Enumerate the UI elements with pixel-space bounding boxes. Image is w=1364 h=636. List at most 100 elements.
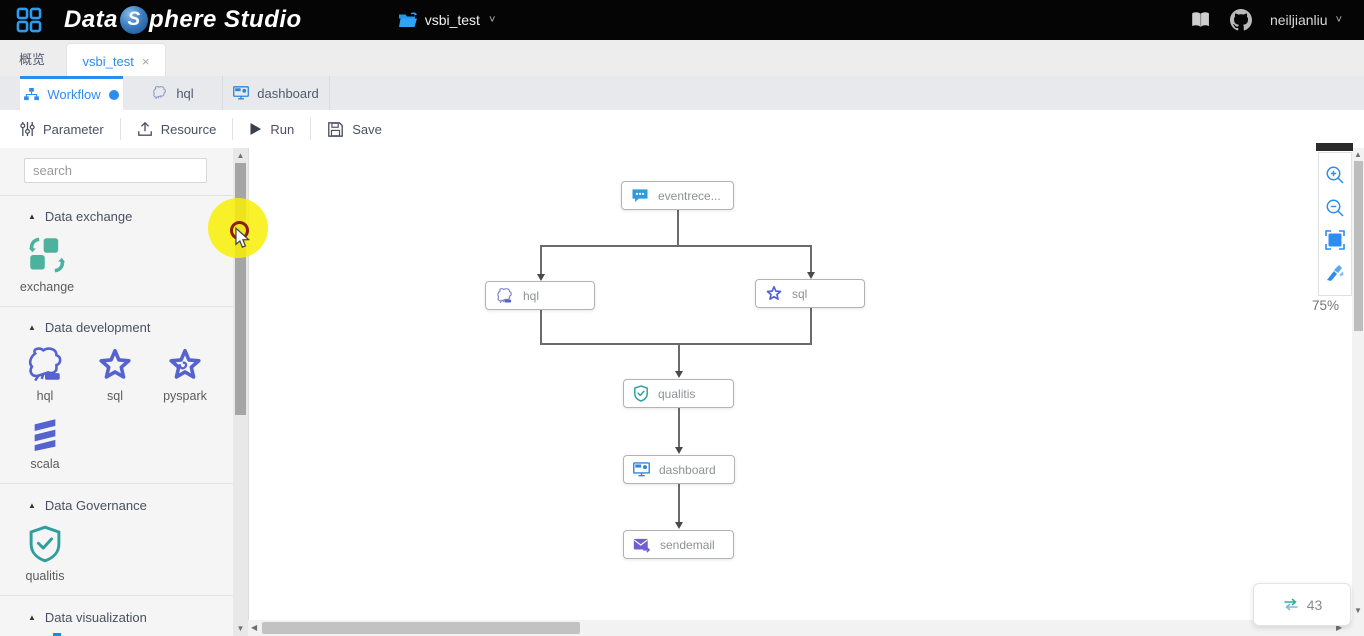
edge-line [678,343,680,372]
node-hql[interactable]: hql [485,281,595,310]
section-data-development[interactable]: ▲ Data development [28,320,233,335]
node-label: eventrece... [658,188,721,203]
section-data-governance[interactable]: ▲ Data Governance [28,498,233,513]
scroll-up-icon[interactable]: ▲ [236,151,245,160]
palette-item-qualitis[interactable]: qualitis [10,525,80,583]
sidebar-scrollbar-thumb[interactable] [235,163,246,415]
subtab-dashboard[interactable]: dashboard [223,76,330,110]
badge-count: 43 [1306,596,1323,613]
scala-icon [34,419,56,451]
section-data-visualization[interactable]: ▲ Data visualization [28,610,233,625]
main-tabbar: 概览 vsbi_test × [0,40,1364,78]
docs-book-icon[interactable] [1190,9,1212,31]
arrowhead-icon [537,274,545,281]
edge-line [810,245,812,273]
palette-item-exchange[interactable]: exchange [12,236,82,294]
node-eventreceiver[interactable]: eventrece... [621,181,734,210]
zoom-out-icon[interactable] [1325,198,1345,218]
palette-item-scala[interactable]: scala [10,417,80,471]
arrowhead-icon [675,447,683,454]
format-layout-icon[interactable] [1325,263,1345,283]
run-button[interactable]: Run [233,117,310,141]
project-selector[interactable]: vsbi_test ˅ [398,12,495,29]
sidebar-scrollbar[interactable]: ▲ ▼ [233,148,248,636]
parameter-button[interactable]: Parameter [4,117,120,141]
subtab-workflow-label: Workflow [47,87,101,102]
scroll-up-icon[interactable]: ▲ [1354,150,1362,159]
node-sql[interactable]: sql [755,279,865,308]
subtab-dashboard-label: dashboard [257,85,319,101]
palette-item-pyspark[interactable]: pyspark [150,347,220,403]
node-label: dashboard [659,462,716,477]
edge-line [677,210,679,246]
zoom-in-icon[interactable] [1325,165,1345,185]
palette-item-sql[interactable]: sql [80,347,150,403]
canvas-vertical-scrollbar[interactable]: ▲ ▼ [1352,148,1364,636]
canvas-horizontal-scrollbar[interactable]: ◀ ▶ [248,620,1352,636]
tab-overview[interactable]: 概览 [0,40,64,76]
resource-label: Resource [160,121,217,137]
github-icon[interactable] [1229,9,1252,31]
toolbar-separator [232,118,234,140]
section-title: Data visualization [44,610,147,625]
palette-item-label: qualitis [25,569,65,583]
resource-button[interactable]: Resource [121,117,233,141]
exchange-icon [28,237,66,273]
section-title: Data development [44,320,151,335]
tab-active-label: vsbi_test [82,53,134,69]
section-data-exchange[interactable]: ▲ Data exchange [28,209,233,224]
vertical-scrollbar-thumb[interactable] [1353,161,1363,331]
node-count-badge[interactable]: 43 [1253,583,1351,626]
upload-icon [137,121,152,136]
palette-item-label: exchange [19,280,75,294]
fit-view-icon[interactable] [1325,230,1345,251]
palette-item-label: pyspark [163,389,207,403]
scroll-down-icon[interactable]: ▼ [236,624,245,633]
project-name: vsbi_test [424,12,480,28]
scroll-down-icon[interactable]: ▼ [1354,606,1362,615]
scroll-left-icon[interactable]: ◀ [251,623,258,632]
canvas-zoom-panel [1318,152,1352,296]
search-input[interactable] [24,158,207,183]
workflow-canvas[interactable]: eventrece... hql sql qualitis dashboard [248,148,1353,620]
toolbar-separator [310,118,312,140]
workflow-icon [24,88,40,101]
hive-icon [153,86,167,100]
edge-line [678,408,680,448]
tab-vsbi-test[interactable]: vsbi_test × [66,43,166,78]
save-button[interactable]: Save [311,117,398,141]
unsaved-dot-icon [108,89,119,100]
edge-line [540,343,812,345]
palette-item-hql[interactable]: hql [10,347,80,403]
divider [0,195,233,196]
close-icon[interactable]: × [141,53,150,69]
node-dashboard[interactable]: dashboard [623,455,735,484]
subtab-hql[interactable]: hql [123,76,223,110]
folder-icon [398,12,417,27]
divider [0,483,233,484]
edge-line [540,245,812,247]
node-qualitis[interactable]: qualitis [623,379,734,408]
zoom-level: 75% [1312,298,1340,313]
node-palette-sidebar: ▲ Data exchange exchange ▲ Data developm… [0,148,234,636]
logo-text-left: Data [64,6,119,33]
run-label: Run [270,121,295,137]
arrowhead-icon [675,371,683,378]
horizontal-scrollbar-thumb[interactable] [262,622,580,634]
swap-arrows-icon [1284,598,1298,611]
apps-grid-icon[interactable] [16,7,42,33]
arrowhead-icon [807,272,815,279]
spark-star-icon [99,348,131,379]
node-sendemail[interactable]: sendemail [623,530,734,559]
user-menu[interactable]: neiljianliu ˅ [1270,12,1342,28]
node-label: sql [792,286,808,301]
scrollbar-corner [1352,620,1364,636]
spark-star-icon [766,285,782,301]
scroll-right-icon[interactable]: ▶ [1336,623,1343,632]
shield-check-icon [634,385,648,402]
subtab-workflow[interactable]: Workflow [20,76,123,110]
logo-text-right: phere Studio [149,6,302,33]
workflow-toolbar: Parameter Resource Run Save [0,110,1364,149]
